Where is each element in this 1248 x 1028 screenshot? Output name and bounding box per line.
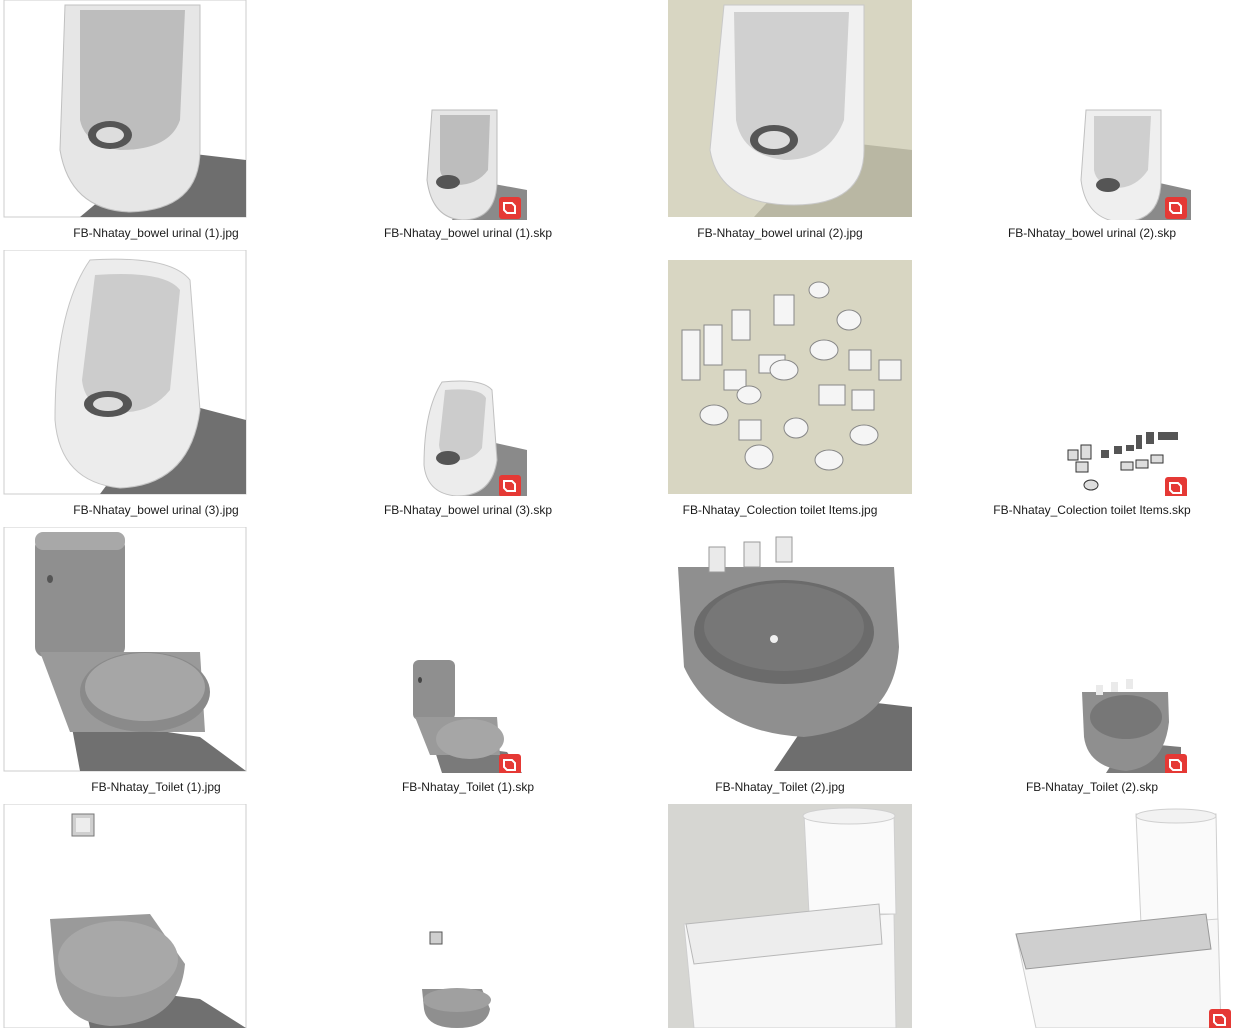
collection-skp-image xyxy=(1067,432,1178,491)
file-name: FB-Nhatay_bowel urinal (1).jpg xyxy=(73,226,239,240)
file-name: FB-Nhatay_Toilet (2).skp xyxy=(1025,780,1159,794)
thumbnail[interactable] xyxy=(936,0,1248,220)
sketchup-file-icon xyxy=(1209,1009,1231,1028)
thumbnail[interactable] xyxy=(0,250,312,496)
file-name: FB-Nhatay_bowel urinal (3).jpg xyxy=(73,503,239,517)
sketchup-file-icon xyxy=(1165,754,1187,773)
toilet-1-skp-image xyxy=(413,660,522,773)
toilet-4-skp-image xyxy=(1015,808,1222,1028)
thumbnail[interactable] xyxy=(624,0,936,220)
thumbnail[interactable] xyxy=(312,804,624,1028)
urinal-3-jpg-image xyxy=(3,250,247,495)
toilet-2-jpg-image xyxy=(668,527,912,771)
urinal-2-jpg-image xyxy=(668,0,912,217)
thumbnail[interactable] xyxy=(624,527,936,773)
thumbnail[interactable] xyxy=(0,804,312,1028)
file-name: FB-Nhatay_Toilet (1).jpg xyxy=(91,780,221,794)
file-name: FB-Nhatay_Colection toilet Items.jpg xyxy=(682,503,878,517)
toilet-3-skp-image xyxy=(422,931,491,1028)
toilet-3-jpg-image xyxy=(3,804,247,1028)
toilet-1-jpg-image xyxy=(3,527,247,772)
thumbnail[interactable] xyxy=(936,804,1248,1028)
thumbnail[interactable] xyxy=(312,250,624,496)
file-name: FB-Nhatay_Toilet (2).jpg xyxy=(715,780,845,794)
sketchup-file-icon xyxy=(1165,477,1187,496)
thumbnail[interactable] xyxy=(312,527,624,773)
thumbnail[interactable] xyxy=(624,804,936,1028)
sketchup-file-icon xyxy=(1165,197,1187,219)
file-name: FB-Nhatay_bowel urinal (3).skp xyxy=(383,503,553,517)
urinal-3-skp-image xyxy=(423,380,527,496)
toilet-4-jpg-image xyxy=(668,804,912,1028)
thumbnail[interactable] xyxy=(936,250,1248,496)
collection-jpg-image xyxy=(668,260,912,494)
file-name: FB-Nhatay_bowel urinal (1).skp xyxy=(383,226,553,240)
urinal-1-skp-image xyxy=(426,109,527,220)
thumbnail[interactable] xyxy=(624,250,936,496)
toilet-2-skp-image xyxy=(1082,679,1181,773)
thumbnail[interactable] xyxy=(0,527,312,773)
sketchup-file-icon xyxy=(499,475,521,496)
thumbnail[interactable] xyxy=(312,0,624,220)
sketchup-file-icon xyxy=(499,197,521,219)
thumbnail[interactable] xyxy=(0,0,312,220)
urinal-2-skp-image xyxy=(1080,109,1191,220)
file-name: FB-Nhatay_bowel urinal (2).jpg xyxy=(697,226,863,240)
urinal-1-jpg-image xyxy=(3,0,247,218)
file-name: FB-Nhatay_Toilet (1).skp xyxy=(401,780,535,794)
sketchup-file-icon xyxy=(499,754,521,773)
file-name: FB-Nhatay_bowel urinal (2).skp xyxy=(1007,226,1177,240)
thumbnail[interactable] xyxy=(936,527,1248,773)
file-name: FB-Nhatay_Colection toilet Items.skp xyxy=(993,503,1191,517)
